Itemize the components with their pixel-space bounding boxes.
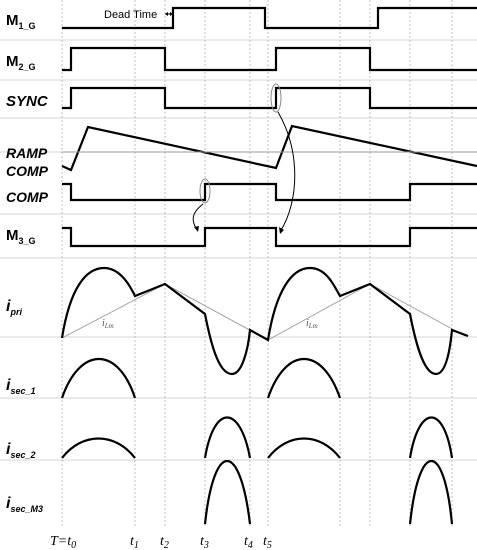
label-ipri: ipri bbox=[6, 298, 22, 317]
label-isecm3: isec_M3 bbox=[6, 495, 43, 514]
time-label-t4: t4 bbox=[244, 534, 253, 550]
time-label-t3: t3 bbox=[200, 534, 209, 550]
waveform-isec2 bbox=[61, 416, 454, 459]
waveform-comp bbox=[62, 182, 477, 202]
waveform-isec1 bbox=[60, 358, 342, 399]
label-comp: COMP bbox=[6, 189, 49, 205]
waveform-m3g bbox=[62, 226, 477, 248]
waveform-ramp bbox=[61, 124, 477, 172]
label-m2g: M2_G bbox=[6, 53, 36, 72]
time-label-t5: t5 bbox=[263, 534, 272, 550]
label-m1g: M1_G bbox=[6, 12, 36, 31]
time-markers bbox=[61, 0, 453, 528]
label-comp-overlay: COMP bbox=[6, 163, 49, 179]
label-isec2: isec_2 bbox=[6, 441, 35, 460]
time-label-t0: T=t0 bbox=[50, 534, 76, 550]
waveform-isecm3 bbox=[203, 459, 454, 525]
label-isec1: isec_1 bbox=[6, 377, 35, 396]
label-ramp: RAMP bbox=[6, 145, 48, 161]
time-label-t2: t2 bbox=[160, 534, 169, 550]
dead-time-annotation: Dead Time bbox=[104, 9, 173, 21]
waveform-sync bbox=[62, 86, 477, 110]
time-label-t1: t1 bbox=[130, 534, 139, 550]
comp-edge-highlight bbox=[199, 178, 211, 204]
ilm-label-2: iLm bbox=[306, 318, 318, 330]
signal-labels: M1_G M2_G SYNC RAMP COMP COMP M3_G ipri … bbox=[6, 12, 49, 514]
waveform-m1g bbox=[62, 6, 477, 30]
label-m3g: M3_G bbox=[6, 227, 36, 246]
waveform-m2g bbox=[62, 46, 477, 72]
causal-arrows bbox=[192, 83, 296, 234]
sync-edge-highlight bbox=[270, 83, 282, 113]
ilm-label-1: iLm bbox=[102, 318, 114, 330]
time-labels: T=t0 t1 t2 t3 t4 t5 bbox=[50, 534, 272, 550]
waveform-ipri bbox=[60, 266, 469, 376]
label-sync: SYNC bbox=[6, 93, 49, 110]
magnetizing-current-ilm bbox=[61, 283, 466, 341]
dead-time-label: Dead Time bbox=[104, 9, 157, 21]
